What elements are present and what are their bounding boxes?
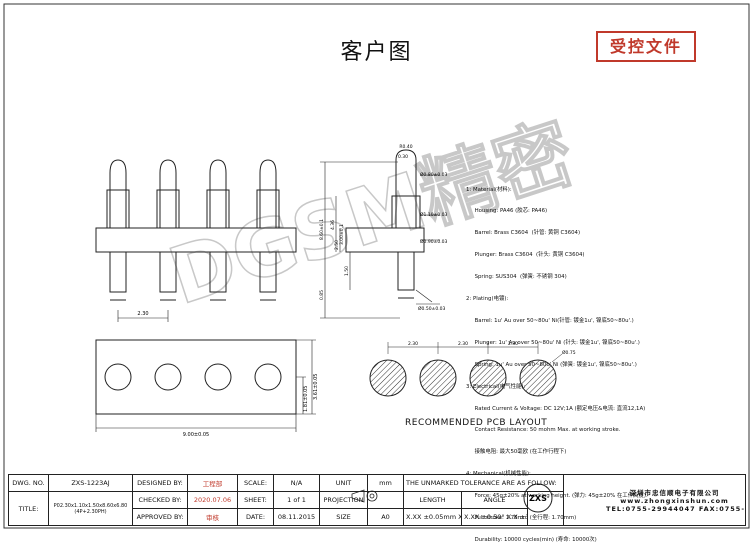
date-label: DATE: [237, 508, 274, 526]
angle-tolerances: X.XX ±0.50° X.X ±1.00° X ±2.00° [461, 508, 528, 526]
drawing-title: 客户图 [340, 40, 413, 65]
note-line: 3: Electrical(电气性能): [466, 383, 526, 390]
pcb-pad-3 [469, 359, 507, 397]
pcb-pitch-label-3: 2.30 [508, 341, 518, 347]
dwg-no-label: DWG. NO. [8, 474, 49, 492]
pcb-pitch-label-1: 2.30 [408, 341, 418, 347]
angle-header: ANGLE [461, 491, 528, 509]
total-height-label: 8.60±0.1 [319, 219, 325, 240]
note-line: 2: Plating(电镀): [466, 296, 509, 303]
approved-by-label: APPROVED BY: [132, 508, 188, 526]
pcb-pad-1 [369, 359, 407, 397]
pin-1 [106, 159, 130, 301]
bottom-hole-1 [104, 363, 132, 391]
checked-by-value: 2020.07.06 [187, 491, 238, 509]
pcb-hole-label: Ø0.75 [562, 349, 576, 356]
approved-by-value: 审核 [187, 508, 238, 526]
height-d-label: 0.85 [319, 290, 325, 300]
tip-length-label: 0.30 [398, 154, 408, 160]
scale-value: N/A [273, 474, 320, 492]
note-line: Rated Current & Voltage: DC 12V;1A (额定电压… [466, 405, 646, 412]
top-radius-label: R0.40 [399, 144, 412, 150]
length-label: LENGTH [419, 495, 446, 504]
bottom-hole-3 [204, 363, 232, 391]
company-website: www.zhongxinshun.com [620, 497, 729, 505]
title-block: DWG. NO. ZXS-1223AJ DESIGNED BY: 工程部 SCA… [8, 474, 747, 526]
unit-value: mm [367, 474, 404, 492]
title-label: TITLE: [8, 491, 49, 526]
side-length-label: 3.00±0.1 [339, 224, 345, 245]
company-name: 深圳市忠信顺电子有限公司 [629, 489, 720, 497]
note-line: Housing: PA46 (胶芯: PA46) [466, 208, 548, 215]
sheet-value: 1 of 1 [273, 491, 320, 509]
length-tolerances: X.XX ±0.05mm X.X ±0.10mm X ±0.20mm [403, 508, 462, 526]
pin-4 [256, 159, 280, 301]
side-view [320, 149, 440, 319]
note-line: Contact Resistance: 50 mohm Max. at work… [466, 427, 621, 434]
date-value: 08.11.2015 [273, 508, 320, 526]
pcb-layout-caption: RECOMMENDED PCB LAYOUT [405, 418, 548, 428]
projection-cell [367, 491, 404, 509]
pin-3 [206, 159, 230, 301]
scale-label: SCALE: [237, 474, 274, 492]
note-line: Spring: 1u' Au over 50~80u' Ni (弹簧: 镀金1u… [466, 361, 637, 368]
checked-by-label: CHECKED BY: [132, 491, 188, 509]
pcb-layout [369, 342, 563, 397]
technical-drawing: DGSM精密 [3, 3, 750, 529]
unit-label: UNIT [319, 474, 368, 492]
projection-label: PROJECTION [319, 491, 368, 509]
plunger-diameter-label: Ø0.80±0.03 [420, 171, 447, 178]
bottom-view [95, 339, 316, 432]
barrel-diameter-label: Ø1.10±0.03 [420, 211, 447, 218]
note-line: Plunger: Brass C3604 (针头: 黄铜 C3604) [466, 252, 585, 259]
title-value: P02.30x1.10x1.50x8.60x6.80 (4P+2.30PH) [48, 491, 133, 526]
note-line: Barrel: 1u' Au over 50~80u' Ni(针管: 镀金1u'… [466, 317, 634, 324]
tolerance-title: THE UNMARKED TOLERANCE ARE AS FOLLOW: [402, 474, 565, 492]
dwg-no-value: ZXS-1223AJ [48, 474, 133, 492]
pin-2 [156, 159, 180, 301]
note-line: Plunger: 1u' Au over 50~80u' Ni (针头: 镀金1… [466, 339, 640, 346]
company-block: 深圳市忠信顺电子有限公司 www.zhongxinshun.com TEL:07… [563, 474, 747, 526]
sheet-label: SHEET: [237, 491, 274, 509]
company-tel: TEL:0755-29944047 [606, 505, 696, 513]
body-width-label: 1.81±0.05 [303, 386, 309, 412]
flange-diameter-label: Ø0.90±0.03 [420, 238, 447, 245]
height-b-label: 2.50 [334, 240, 340, 250]
side-plunger [395, 149, 417, 228]
note-line: Barrel: Brass C3604 (针管: 黄铜 C3604) [466, 230, 581, 237]
pcb-pad-2 [419, 359, 457, 397]
tail-diameter-label: Ø0.50±0.03 [418, 305, 445, 312]
company-contact: TEL:0755-29944047 FAX:0755-29944254 [606, 505, 746, 513]
note-line: Durability: 10000 cycles(min) (寿命: 10000… [466, 536, 597, 543]
bottom-housing [95, 339, 297, 415]
front-view [95, 159, 297, 322]
height-c-label: 1.50 [344, 266, 350, 276]
drawing-border [3, 3, 750, 529]
note-line: 接触电阻: 最大50毫欧 (在工作行程下) [466, 449, 567, 456]
note-line: Spring: SUS304 (弹簧: 不锈钢 304) [466, 274, 567, 281]
controlled-document-stamp: 受控文件 [596, 31, 696, 62]
housing-body [95, 227, 297, 253]
bottom-hole-4 [254, 363, 282, 391]
length-header: LENGTH [403, 491, 462, 509]
company-fax: FAX:0755-29944254 [698, 505, 746, 513]
designed-by-label: DESIGNED BY: [132, 474, 188, 492]
pcb-pad-4 [519, 359, 557, 397]
overall-length-label: 9.00±0.05 [183, 432, 209, 438]
note-line: 1: Material(材料): [466, 186, 512, 193]
logo-cell [526, 491, 565, 526]
size-label: SIZE [319, 508, 368, 526]
angle-label: ANGLE [483, 495, 506, 504]
bottom-hole-2 [154, 363, 182, 391]
pitch-dimension-label: 2.30 [137, 311, 148, 317]
height-a-label: 4.36 [330, 220, 336, 230]
body-height-label: 3.61±0.05 [313, 374, 319, 400]
designed-by-value: 工程部 [187, 474, 238, 492]
size-value: A0 [367, 508, 404, 526]
pcb-pitch-label-2: 2.30 [458, 341, 468, 347]
